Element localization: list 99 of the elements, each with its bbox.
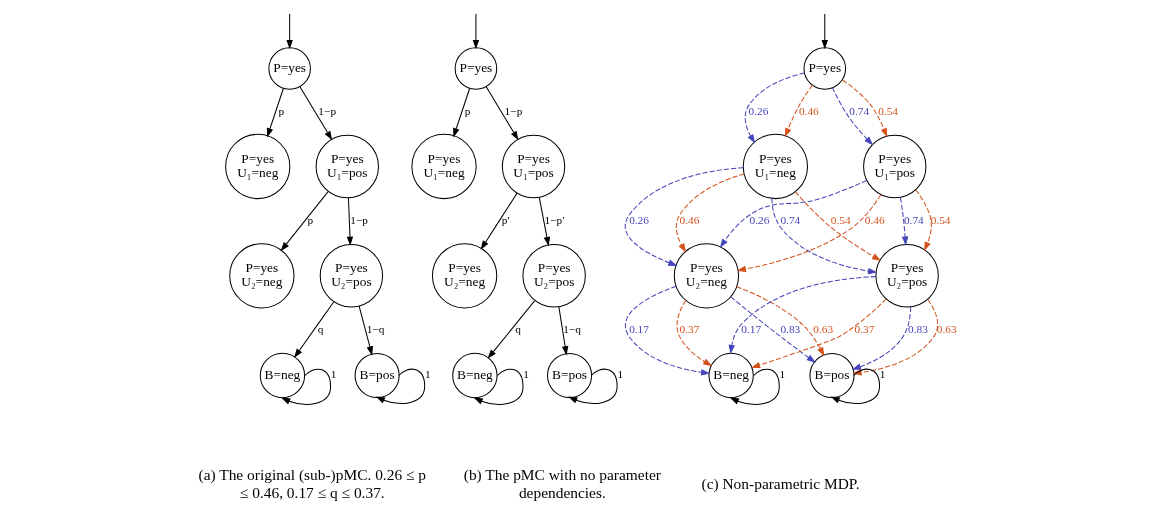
- edge-label: 0.83: [908, 322, 928, 335]
- edge-label: 0.74: [903, 213, 924, 226]
- edge-label: 1: [523, 367, 529, 380]
- arrow: [719, 179, 868, 248]
- node-circle: P=yes U₁=pos: [315, 134, 379, 198]
- label: (a) The original (sub-)pMC. 0.26 ≤ p ≤ 0.46, 0.17 ≤ q ≤ 0.37.: [198, 465, 427, 501]
- arrow: [286, 13, 293, 49]
- edge-label: p′: [501, 213, 510, 226]
- edge-label: 0.74: [849, 104, 870, 117]
- edge-label: q: [515, 322, 521, 335]
- edge-label: 1−p: [504, 104, 523, 117]
- node-circle: B=neg: [259, 352, 306, 398]
- edge-label: p: [464, 104, 471, 117]
- edge-label: 0.63: [936, 322, 957, 335]
- arrow: [784, 84, 813, 137]
- edge-label: 1−q: [563, 322, 581, 335]
- node-circle: B=pos: [809, 352, 855, 398]
- edge-label: 0.54: [930, 213, 951, 226]
- arrow: [899, 196, 909, 246]
- arrow: [485, 85, 519, 140]
- edge-label: 0.83: [780, 322, 801, 335]
- arrow: [281, 368, 332, 405]
- arrow: [558, 305, 569, 355]
- arrow: [538, 196, 551, 246]
- arrow: [358, 305, 373, 356]
- edge-label: 1−q: [366, 322, 385, 335]
- edge-label: p: [278, 104, 285, 117]
- arrow: [794, 190, 882, 261]
- arrow: [480, 192, 518, 250]
- edge-label: 0.74: [780, 213, 801, 226]
- node-circle: P=yes U₂=pos: [319, 243, 384, 307]
- arrow: [852, 298, 939, 376]
- arrow: [473, 368, 524, 405]
- arrow: [771, 197, 878, 274]
- arrow: [299, 85, 333, 140]
- label: (b) The pMC with no parameter dependencies.: [463, 465, 661, 501]
- arrow: [751, 298, 887, 368]
- arrow: [346, 196, 354, 246]
- node-circle: P=yes: [803, 46, 847, 90]
- node-circle: P=yes U₁=pos: [501, 134, 566, 198]
- node-circle: B=pos: [547, 352, 593, 398]
- arrow: [729, 368, 780, 405]
- node-circle: P=yes U₂=pos: [522, 243, 586, 307]
- arrow: [375, 368, 426, 404]
- node-circle: P=yes U₁=neg: [225, 133, 291, 199]
- edge-label: 0.17: [741, 322, 762, 335]
- node-circle: B=neg: [452, 352, 498, 398]
- arrow: [568, 368, 618, 404]
- edge-label: 1: [879, 367, 886, 380]
- node-circle: P=yes U₂=pos: [875, 243, 939, 307]
- arrow: [624, 166, 744, 266]
- arrow: [736, 193, 882, 272]
- node-circle: P=yes: [268, 46, 311, 90]
- edge-label: 1−p: [318, 104, 337, 117]
- node-circle: P=yes U₁=neg: [411, 133, 477, 199]
- arrow: [730, 296, 816, 363]
- arrow: [487, 299, 536, 359]
- edge-label: 0.26: [749, 213, 770, 226]
- edge-label: 0.54: [830, 213, 851, 226]
- node-circle: B=neg: [708, 352, 754, 398]
- arrow: [280, 190, 329, 251]
- node-circle: P=yes U₂=neg: [431, 242, 498, 308]
- edge-label: 1: [424, 367, 431, 380]
- edge-label: 0.46: [679, 213, 700, 226]
- arrow: [294, 300, 335, 358]
- arrow: [736, 285, 825, 356]
- edge-label: 1−p′: [544, 213, 565, 226]
- edge-label: 0.54: [878, 104, 898, 117]
- arrow: [675, 172, 745, 253]
- edge-label: 0.26: [629, 213, 649, 226]
- arrow: [453, 87, 471, 137]
- arrow: [830, 368, 881, 404]
- edge-label: 0.37: [679, 322, 700, 335]
- edge-label: 0.17: [629, 322, 649, 335]
- edge-label: 0.37: [854, 322, 875, 335]
- edge-label: p: [307, 213, 314, 226]
- arrow: [915, 188, 932, 251]
- edge-label: 1: [330, 367, 337, 380]
- edge-label: 0.26: [748, 104, 769, 117]
- edge-label: 1: [617, 367, 624, 380]
- arrow: [851, 305, 912, 370]
- arrow: [472, 13, 480, 49]
- edge-label: 0.46: [864, 213, 885, 226]
- arrow: [821, 13, 829, 49]
- arrow: [832, 86, 874, 146]
- arrow: [266, 87, 284, 137]
- label: (c) Non-parametric MDP.: [701, 474, 860, 492]
- arrow: [744, 72, 805, 144]
- edge-label: 1−p: [350, 213, 368, 226]
- arrow: [842, 79, 888, 138]
- node-circle: B=pos: [354, 352, 400, 398]
- edge-label: 0.63: [813, 322, 834, 335]
- edge-label: q: [317, 322, 324, 335]
- edge-label: 1: [779, 367, 786, 380]
- node-circle: P=yes: [454, 46, 498, 90]
- arrow: [624, 285, 711, 375]
- arrow: [728, 275, 877, 354]
- edge-label: 0.46: [798, 104, 819, 117]
- arrow: [676, 299, 713, 366]
